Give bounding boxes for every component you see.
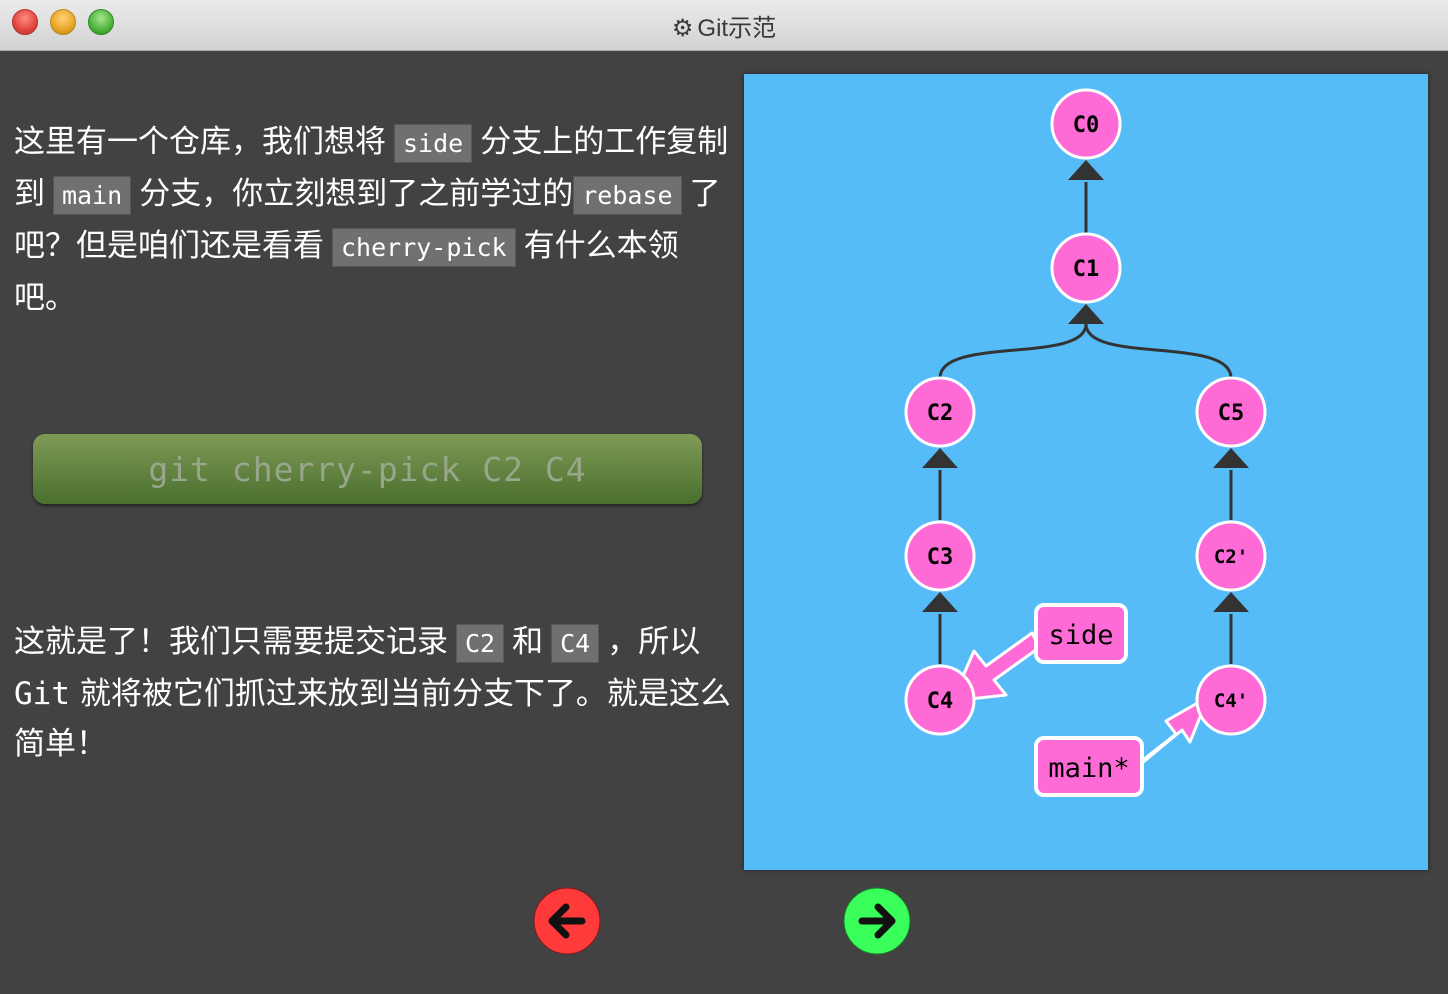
git-word: Git xyxy=(14,676,70,712)
code-side: side xyxy=(394,124,473,163)
commit-label: C4' xyxy=(1214,690,1248,712)
commit-node xyxy=(904,664,976,736)
text: 了吧？但是咱们还是看看 xyxy=(14,176,721,264)
edge-arrowheads xyxy=(922,160,1249,612)
text: 有什么本领吧。 xyxy=(14,228,679,316)
commit-label: C2 xyxy=(927,401,954,426)
code-cherry-pick: cherry-pick xyxy=(332,228,516,267)
gear-icon: ⚙ xyxy=(671,15,694,42)
branch-label-main: main* xyxy=(1048,753,1129,784)
commit-node xyxy=(1050,88,1122,160)
commit-label: C3 xyxy=(927,545,954,570)
commit-graph: side main* C0 C1 C2 xyxy=(904,88,1267,797)
commit-c0[interactable]: C0 xyxy=(1050,88,1122,160)
commit-label: C4 xyxy=(927,689,954,714)
arrowhead xyxy=(1068,304,1104,324)
commit-c2-prime[interactable]: C2' xyxy=(1195,520,1267,592)
text: 就将被它们抓过来放到当前分支下了。就是这么简单！ xyxy=(14,676,731,762)
commit-node xyxy=(904,520,976,592)
arrowhead xyxy=(922,448,958,468)
commit-label: C5 xyxy=(1218,401,1245,426)
commit-c3[interactable]: C3 xyxy=(904,520,976,592)
text: 分支，你立刻想到了之前学过的 xyxy=(139,176,574,212)
side-label-box xyxy=(1034,603,1128,664)
code-c4: C4 xyxy=(551,624,600,663)
title-bar: ⚙Git示范 xyxy=(0,0,1448,51)
commit-c4[interactable]: C4 xyxy=(904,664,976,736)
commit-c5[interactable]: C5 xyxy=(1195,376,1267,448)
commit-node xyxy=(1195,664,1267,736)
text: 分支上的工作复制到 xyxy=(14,124,729,212)
forward-button[interactable] xyxy=(842,886,912,956)
arrow-right-circle-icon xyxy=(843,887,911,955)
branch-side[interactable]: side xyxy=(950,603,1128,703)
commit-label: C0 xyxy=(1073,113,1100,138)
git-visualization: side main* C0 C1 C2 xyxy=(744,74,1428,870)
arrowhead xyxy=(1213,448,1249,468)
close-window-button[interactable] xyxy=(12,9,38,35)
commit-node xyxy=(1050,232,1122,304)
arrowhead xyxy=(1213,592,1249,612)
commit-label: C1 xyxy=(1073,257,1100,282)
commit-edges xyxy=(938,182,1233,664)
commit-node xyxy=(1195,376,1267,448)
code-main: main xyxy=(53,176,132,215)
arrowhead xyxy=(922,592,958,612)
run-command-button[interactable]: git cherry-pick C2 C4 xyxy=(33,434,702,504)
text: ，所以 xyxy=(607,624,701,660)
main-label-box xyxy=(1034,736,1144,797)
code-rebase: rebase xyxy=(573,176,682,215)
branch-label-side: side xyxy=(1048,620,1113,651)
command-text: git cherry-pick C2 C4 xyxy=(148,449,587,489)
main-pointer xyxy=(1132,695,1210,769)
commit-node xyxy=(1195,520,1267,592)
arrow-left-circle-icon xyxy=(533,887,601,955)
branch-main[interactable]: main* xyxy=(1034,695,1210,797)
text: 这就是了！我们只需要提交记录 xyxy=(14,624,448,660)
commit-c2[interactable]: C2 xyxy=(904,376,976,448)
commit-node xyxy=(904,376,976,448)
commit-c1[interactable]: C1 xyxy=(1050,232,1122,304)
text: 和 xyxy=(512,624,544,660)
code-c2: C2 xyxy=(456,624,505,663)
zoom-window-button[interactable] xyxy=(88,9,114,35)
back-button[interactable] xyxy=(532,886,602,956)
arrowhead xyxy=(1068,160,1104,180)
window-title: ⚙Git示范 xyxy=(671,15,777,42)
commit-c4-prime[interactable]: C4' xyxy=(1195,664,1267,736)
edge-c2-c1 xyxy=(938,323,1088,379)
minimize-window-button[interactable] xyxy=(50,9,76,35)
edge-c5-c1 xyxy=(1084,323,1233,379)
text: 这里有一个仓库，我们想将 xyxy=(14,124,386,160)
commit-label: C2' xyxy=(1214,546,1248,568)
